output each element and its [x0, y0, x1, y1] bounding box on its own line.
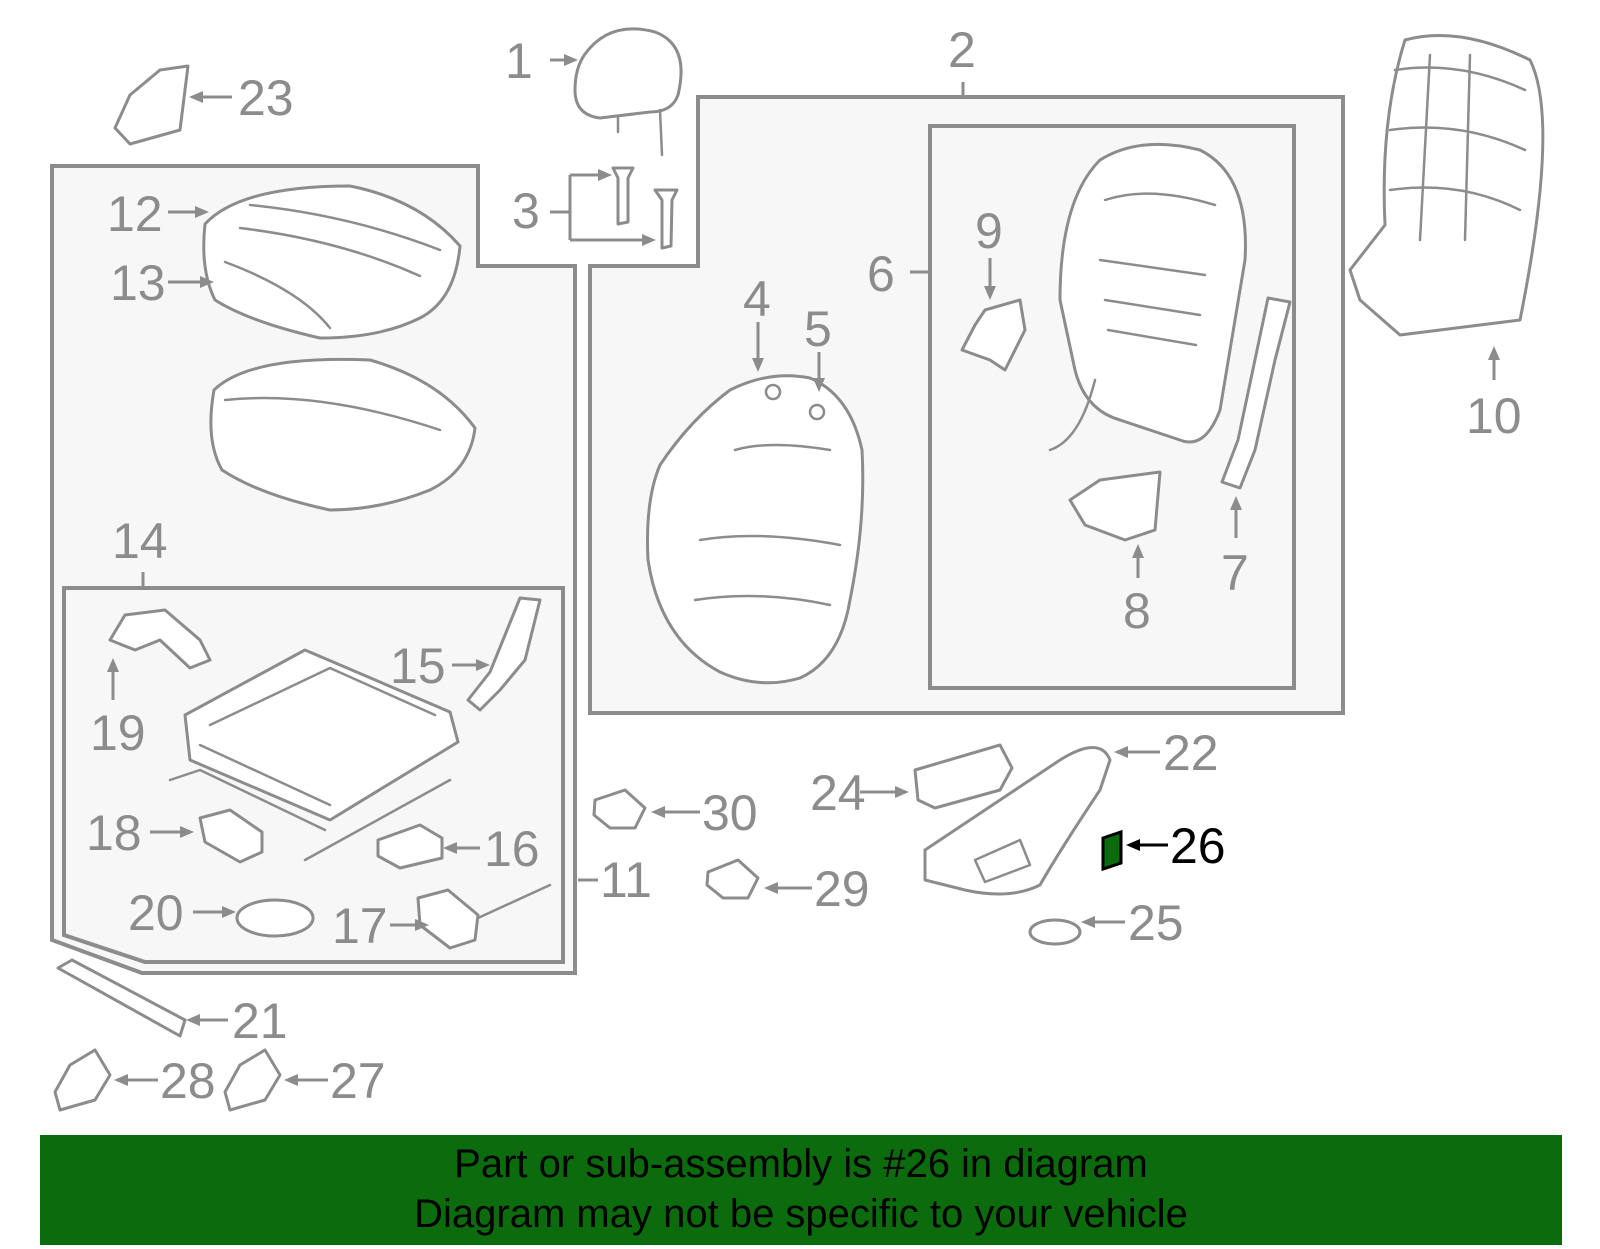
headrest-part	[573, 27, 683, 157]
cover-part-23	[113, 64, 190, 146]
callout-1: 1	[505, 33, 533, 89]
callout-5: 5	[804, 301, 832, 357]
gear-part-20	[235, 898, 315, 938]
seat-track-part	[168, 648, 460, 862]
trim-part-21	[56, 958, 187, 1038]
callout-23: 23	[238, 70, 294, 126]
module-part-16	[376, 823, 444, 870]
seat-cushion-cover-part	[202, 184, 462, 340]
lumbar-part-7	[1220, 296, 1292, 490]
seatback-frame-part	[1048, 142, 1247, 452]
seatback-board-part	[1348, 34, 1545, 337]
callout-14: 14	[112, 513, 168, 569]
callout-30: 30	[702, 785, 758, 841]
switch-part-24	[913, 743, 1014, 810]
cable-part-15	[466, 596, 542, 712]
callout-28: 28	[160, 1053, 216, 1109]
callout-16: 16	[484, 821, 540, 877]
callout-4: 4	[743, 271, 771, 327]
callout-20: 20	[128, 885, 184, 941]
callout-19: 19	[90, 705, 146, 761]
headrest-guide-part	[611, 166, 679, 250]
side-shield-part-22	[923, 746, 1112, 896]
cover-part-30	[592, 788, 647, 830]
callout-10: 10	[1466, 388, 1522, 444]
banner-line-1: Part or sub-assembly is #26 in diagram	[454, 1142, 1148, 1186]
motor-part-19	[108, 608, 212, 670]
banner-line-2: Diagram may not be specific to your vehi…	[414, 1192, 1188, 1236]
callout-15: 15	[390, 638, 446, 694]
bracket-part-9	[960, 298, 1027, 372]
seatback-cover-part	[646, 374, 865, 685]
callout-21: 21	[232, 993, 288, 1049]
callout-26-highlighted: 26	[1170, 818, 1226, 874]
seat-cushion-pad-part	[209, 357, 477, 512]
callout-numbers: 1 2 3 4 5 6 7 8 9 10 11 12 13 14 15 16 1…	[86, 22, 1522, 1109]
highlighted-part-26[interactable]	[1101, 829, 1123, 872]
cover-part-27	[223, 1048, 282, 1112]
callout-22: 22	[1163, 725, 1219, 781]
motor-part-18	[198, 808, 264, 864]
ring-part-25	[1028, 918, 1082, 946]
callout-7: 7	[1221, 545, 1249, 601]
callout-29: 29	[814, 861, 870, 917]
callout-6: 6	[867, 246, 895, 302]
callout-2: 2	[948, 22, 976, 78]
callout-18: 18	[86, 805, 142, 861]
callout-8: 8	[1123, 583, 1151, 639]
leader-lines	[107, 54, 1500, 1086]
bracket-part-8	[1068, 470, 1162, 542]
callout-12: 12	[107, 186, 163, 242]
cover-part-29	[705, 858, 760, 900]
cover-part-28	[53, 1048, 112, 1112]
callout-13: 13	[110, 255, 166, 311]
callout-24: 24	[810, 765, 866, 821]
callout-9: 9	[975, 203, 1003, 259]
callout-27: 27	[330, 1053, 386, 1109]
callout-3: 3	[512, 183, 540, 239]
callout-25: 25	[1128, 895, 1184, 951]
part-info-banner: Part or sub-assembly is #26 in diagram D…	[40, 1135, 1562, 1245]
callout-11: 11	[600, 852, 652, 908]
callout-17: 17	[332, 898, 388, 954]
